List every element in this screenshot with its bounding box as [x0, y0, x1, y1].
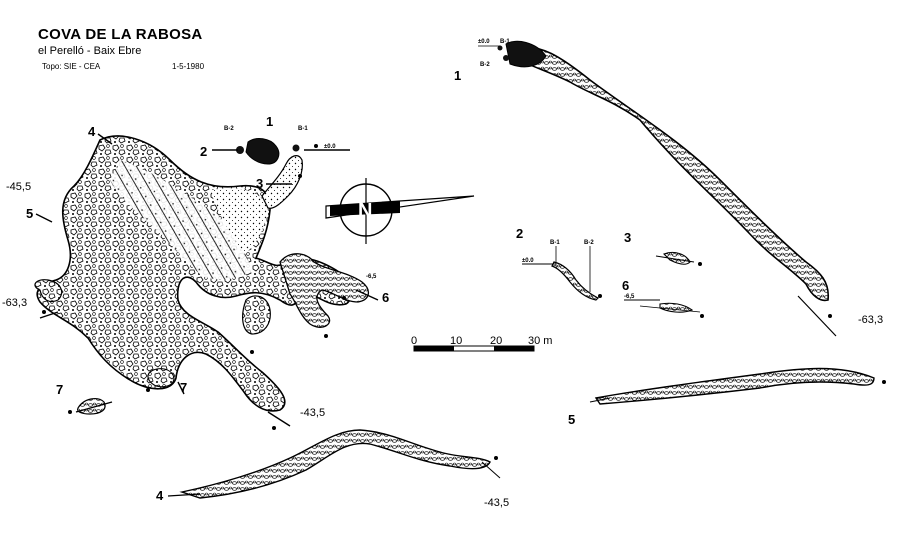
- page-title: COVA DE LA RABOSA: [38, 26, 203, 43]
- station-label-b1: B-1: [298, 126, 308, 132]
- survey-stations: [42, 144, 346, 430]
- station-label-b2: B-2: [224, 126, 234, 132]
- section-mark-6: 6: [382, 290, 389, 305]
- section-mark-3: 3: [256, 176, 263, 191]
- north-letter: N: [358, 200, 372, 222]
- entrance-passage: [261, 155, 303, 209]
- section-4-depth: -43,5: [484, 497, 509, 509]
- passage-south: [242, 295, 271, 335]
- section-6-depth: -6,5: [624, 294, 635, 300]
- section-1-station-b2: B-2: [480, 62, 490, 68]
- entrance-blocks: [245, 138, 280, 165]
- passage-east: [279, 253, 369, 328]
- section-1-profile: 1 ±0.0 B-1 B-2 -63,3: [454, 39, 883, 337]
- chamber-7: [77, 398, 106, 415]
- scale-bar: 0 10 20 30 m: [411, 335, 552, 352]
- sediment-zone: [210, 188, 268, 254]
- section-3-profile: 3: [624, 230, 702, 266]
- section-6-label: 6: [622, 278, 629, 293]
- section-4-profile: 4 -43,5: [156, 429, 509, 509]
- section-3-label: 3: [624, 230, 631, 245]
- section-5-profile: 5: [568, 367, 886, 427]
- section-mark-5: 5: [26, 206, 33, 221]
- section-2-label: 2: [516, 226, 523, 241]
- scale-tick-30: 30 m: [528, 335, 552, 347]
- main-chamber: [36, 135, 353, 412]
- depth-label-43: -43,5: [300, 407, 325, 419]
- section-1-station-b1: B-1: [500, 39, 510, 45]
- scale-tick-0: 0: [411, 335, 417, 347]
- branch-southwest: [34, 279, 63, 303]
- scale-tick-20: 20: [490, 335, 502, 347]
- chamber-7b: [147, 368, 175, 388]
- section-2-station-b2: B-2: [584, 240, 594, 246]
- section-mark-7: 7: [56, 382, 63, 397]
- survey-credit: Topo: SIE - CEA: [42, 62, 101, 71]
- section-mark-7b: 7: [180, 380, 187, 395]
- depth-label-45: -45,5: [6, 181, 31, 193]
- scale-tick-10: 10: [450, 335, 462, 347]
- section-2-station-b1: B-1: [550, 240, 560, 246]
- section-2-top-depth: ±0.0: [522, 258, 534, 264]
- section-cut-lines: [35, 133, 379, 427]
- section-mark-2: 2: [200, 144, 207, 159]
- section-mark-1: 1: [266, 114, 273, 129]
- flowstone-zone: [110, 160, 252, 280]
- section-1-top-depth: ±0.0: [478, 39, 490, 45]
- section-mark-4: 4: [88, 124, 96, 139]
- section-1-label: 1: [454, 68, 461, 83]
- plan-view: 4 5 2 1 3 6 7 7 -45,5 -63,3 -43,5 -6,5 ±…: [2, 114, 389, 430]
- depth-label-63: -63,3: [2, 297, 27, 309]
- depth-label-zero: ±0.0: [324, 144, 336, 150]
- location-subtitle: el Perelló - Baix Ebre: [38, 45, 142, 57]
- section-6-profile: 6 -6,5: [622, 278, 704, 318]
- section-1-bottom-depth: -63,3: [858, 314, 883, 326]
- section-4-label: 4: [156, 488, 164, 503]
- section-5-label: 5: [568, 412, 575, 427]
- section-2-profile: 2 ±0.0 B-1 B-2: [516, 226, 602, 301]
- depth-label-6: -6,5: [366, 274, 377, 280]
- north-arrow: N: [325, 178, 475, 244]
- survey-date: 1-5-1980: [172, 62, 205, 71]
